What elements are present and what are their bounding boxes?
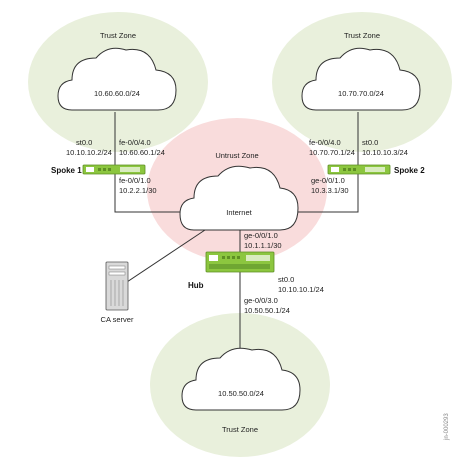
trust-zone-bottom-label: Trust Zone — [222, 425, 258, 434]
hub-label: Hub — [188, 281, 204, 290]
spoke1-lan-if: fe-0/0/4.0 — [119, 138, 151, 147]
links — [114, 112, 359, 360]
spoke1-wan-if: fe-0/0/1.0 — [119, 176, 151, 185]
hub-lan-if: ge-0/0/3.0 — [244, 296, 278, 305]
untrust-zone-label: Untrust Zone — [215, 151, 258, 160]
spoke1-wan-ip: 10.2.2.1/30 — [119, 186, 157, 195]
spoke2-st-ip: 10.10.10.3/24 — [362, 148, 408, 157]
cloud-bottom-label: 10.50.50.0/24 — [218, 389, 264, 398]
spoke2-lan-if: fe-0/0/4.0 — [309, 138, 341, 147]
hub-st-ip: 10.10.10.1/24 — [278, 285, 324, 294]
ca-server-label: CA server — [101, 315, 134, 324]
cloud-top-left — [57, 47, 177, 111]
spoke1-st-ip: 10.10.10.2/24 — [66, 148, 112, 157]
cloud-bottom — [181, 347, 301, 411]
link-spoke1-internet — [114, 174, 180, 213]
spoke1-device-icon — [82, 164, 146, 175]
link-spoke2-internet — [296, 174, 359, 213]
link-ca-internet — [126, 229, 206, 283]
spoke2-wan-ip: 10.3.3.1/30 — [311, 186, 349, 195]
hub-wan-ip: 10.1.1.1/30 — [244, 241, 282, 250]
spoke1-st-if: st0.0 — [76, 138, 92, 147]
trust-zone-top-left-label: Trust Zone — [100, 31, 136, 40]
spoke2-wan-if: ge-0/0/1.0 — [311, 176, 345, 185]
hub-device-icon — [205, 251, 275, 273]
cloud-top-right-label: 10.70.70.0/24 — [338, 89, 384, 98]
trust-zone-top-right-label: Trust Zone — [344, 31, 380, 40]
hub-wan-if: ge-0/0/1.0 — [244, 231, 278, 240]
document-id: jn-000293 — [444, 413, 450, 441]
ca-server-icon — [105, 261, 129, 311]
spoke1-label: Spoke 1 — [51, 166, 82, 175]
cloud-top-left-label: 10.60.60.0/24 — [94, 89, 140, 98]
hub-st-if: st0.0 — [278, 275, 294, 284]
spoke2-st-if: st0.0 — [362, 138, 378, 147]
spoke2-label: Spoke 2 — [394, 166, 425, 175]
cloud-internet — [179, 165, 299, 231]
spoke2-device-icon — [327, 164, 391, 175]
cloud-top-right — [301, 47, 421, 111]
spoke2-lan-ip: 10.70.70.1/24 — [309, 148, 355, 157]
spoke1-lan-ip: 10.60.60.1/24 — [119, 148, 165, 157]
cloud-internet-label: Internet — [226, 208, 252, 217]
hub-lan-ip: 10.50.50.1/24 — [244, 306, 290, 315]
